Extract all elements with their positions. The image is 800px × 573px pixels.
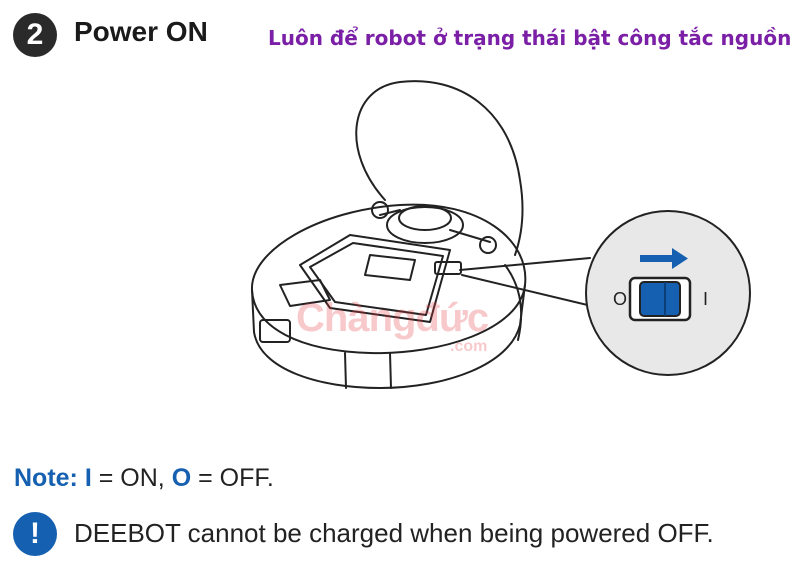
off-symbol: O — [171, 464, 192, 492]
vietnamese-caption: Luôn để robot ở trạng thái bật công tắc … — [268, 26, 792, 50]
note-line: Note: I = ON, O = OFF. — [14, 464, 274, 493]
robot-illustration: O I — [250, 80, 751, 389]
watermark-sub: .com — [450, 338, 488, 355]
step-title: Power ON — [74, 16, 208, 47]
exclamation-icon: ! — [13, 512, 57, 556]
arrow-right-icon — [640, 248, 688, 269]
off-text: = OFF. — [191, 464, 274, 492]
on-symbol: I — [84, 464, 92, 492]
warning-text: DEEBOT cannot be charged when being powe… — [74, 518, 714, 548]
robot-body-side — [251, 284, 526, 389]
watermark-logo: Chàngđức — [296, 296, 489, 340]
robot-lid — [355, 80, 524, 256]
step-number-badge: 2 — [13, 13, 57, 57]
note-prefix: Note: — [14, 464, 78, 492]
switch-off-label: O — [613, 289, 627, 309]
switch-on-label: I — [703, 289, 708, 309]
on-text: = ON, — [91, 464, 165, 492]
